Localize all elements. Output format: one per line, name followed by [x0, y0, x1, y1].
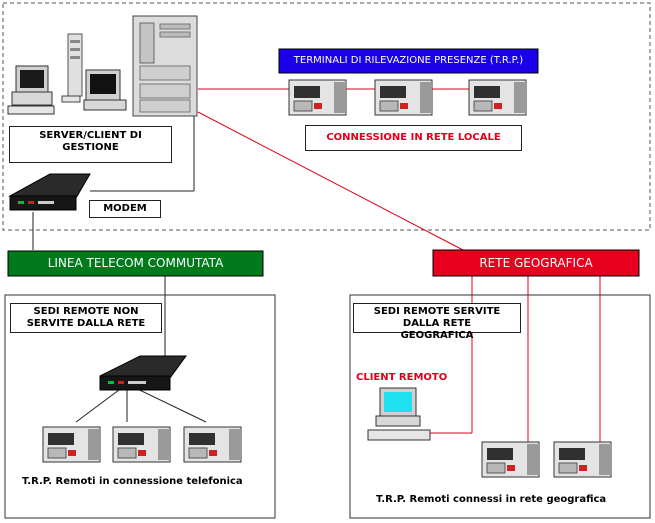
terminals-banner-label: TERMINALI DI RILEVAZIONE PRESENZE (T.R.P…: [293, 55, 524, 66]
modem-icon: [8, 173, 91, 211]
server-client-label: SERVER/CLIENT DI GESTIONE: [9, 126, 172, 163]
telecom-line-label: LINEA TELECOM COMMUTATA: [47, 256, 224, 270]
remote-sites-no-network-box: [4, 294, 276, 519]
trp-phone-label: T.R.P. Remoti in connessione telefonica: [22, 476, 243, 487]
geo-terminal-2-icon: [553, 441, 612, 478]
trp-geo-label: T.R.P. Remoti connessi in rete geografic…: [376, 494, 607, 505]
lan-connection-label: CONNESSIONE IN RETE LOCALE: [305, 125, 522, 151]
remote-modem-icon: [99, 355, 187, 391]
geo-network-label: RETE GEOGRAFICA: [479, 256, 593, 270]
local-site-boundary: [2, 2, 651, 231]
remote-sites-geo-box: [349, 294, 651, 519]
remote-client-label: CLIENT REMOTO: [356, 372, 448, 383]
remote-client-pc-icon: [367, 387, 431, 441]
red-connections: [197, 88, 601, 443]
remote-terminal-1-icon: [42, 426, 101, 463]
remote-terminal-2-icon: [112, 426, 171, 463]
terminal-1-icon: [288, 79, 347, 116]
server-to-geo-network-link: [197, 111, 464, 251]
remote-terminal-3-icon: [183, 426, 242, 463]
terminal-2-icon: [374, 79, 433, 116]
terminals-banner-bg: [278, 48, 539, 74]
terminal-3-icon: [468, 79, 527, 116]
remote-sites-geo-label: SEDI REMOTE SERVITE DALLA RETE GEOGRAFIC…: [353, 303, 521, 341]
geo-terminal-1-icon: [481, 441, 540, 478]
remote-sites-no-network-label: SEDI REMOTE NON SERVITE DALLA RETE: [10, 303, 162, 333]
workstation-left-icon: [7, 65, 55, 115]
modem-label: MODEM: [89, 200, 161, 218]
geo-network-banner-bg: [432, 249, 640, 277]
telecom-banner-bg: [7, 250, 264, 277]
workstation-center-icon: [61, 69, 127, 111]
small-tower-icon: [67, 33, 83, 97]
tower-server-icon: [132, 15, 198, 117]
